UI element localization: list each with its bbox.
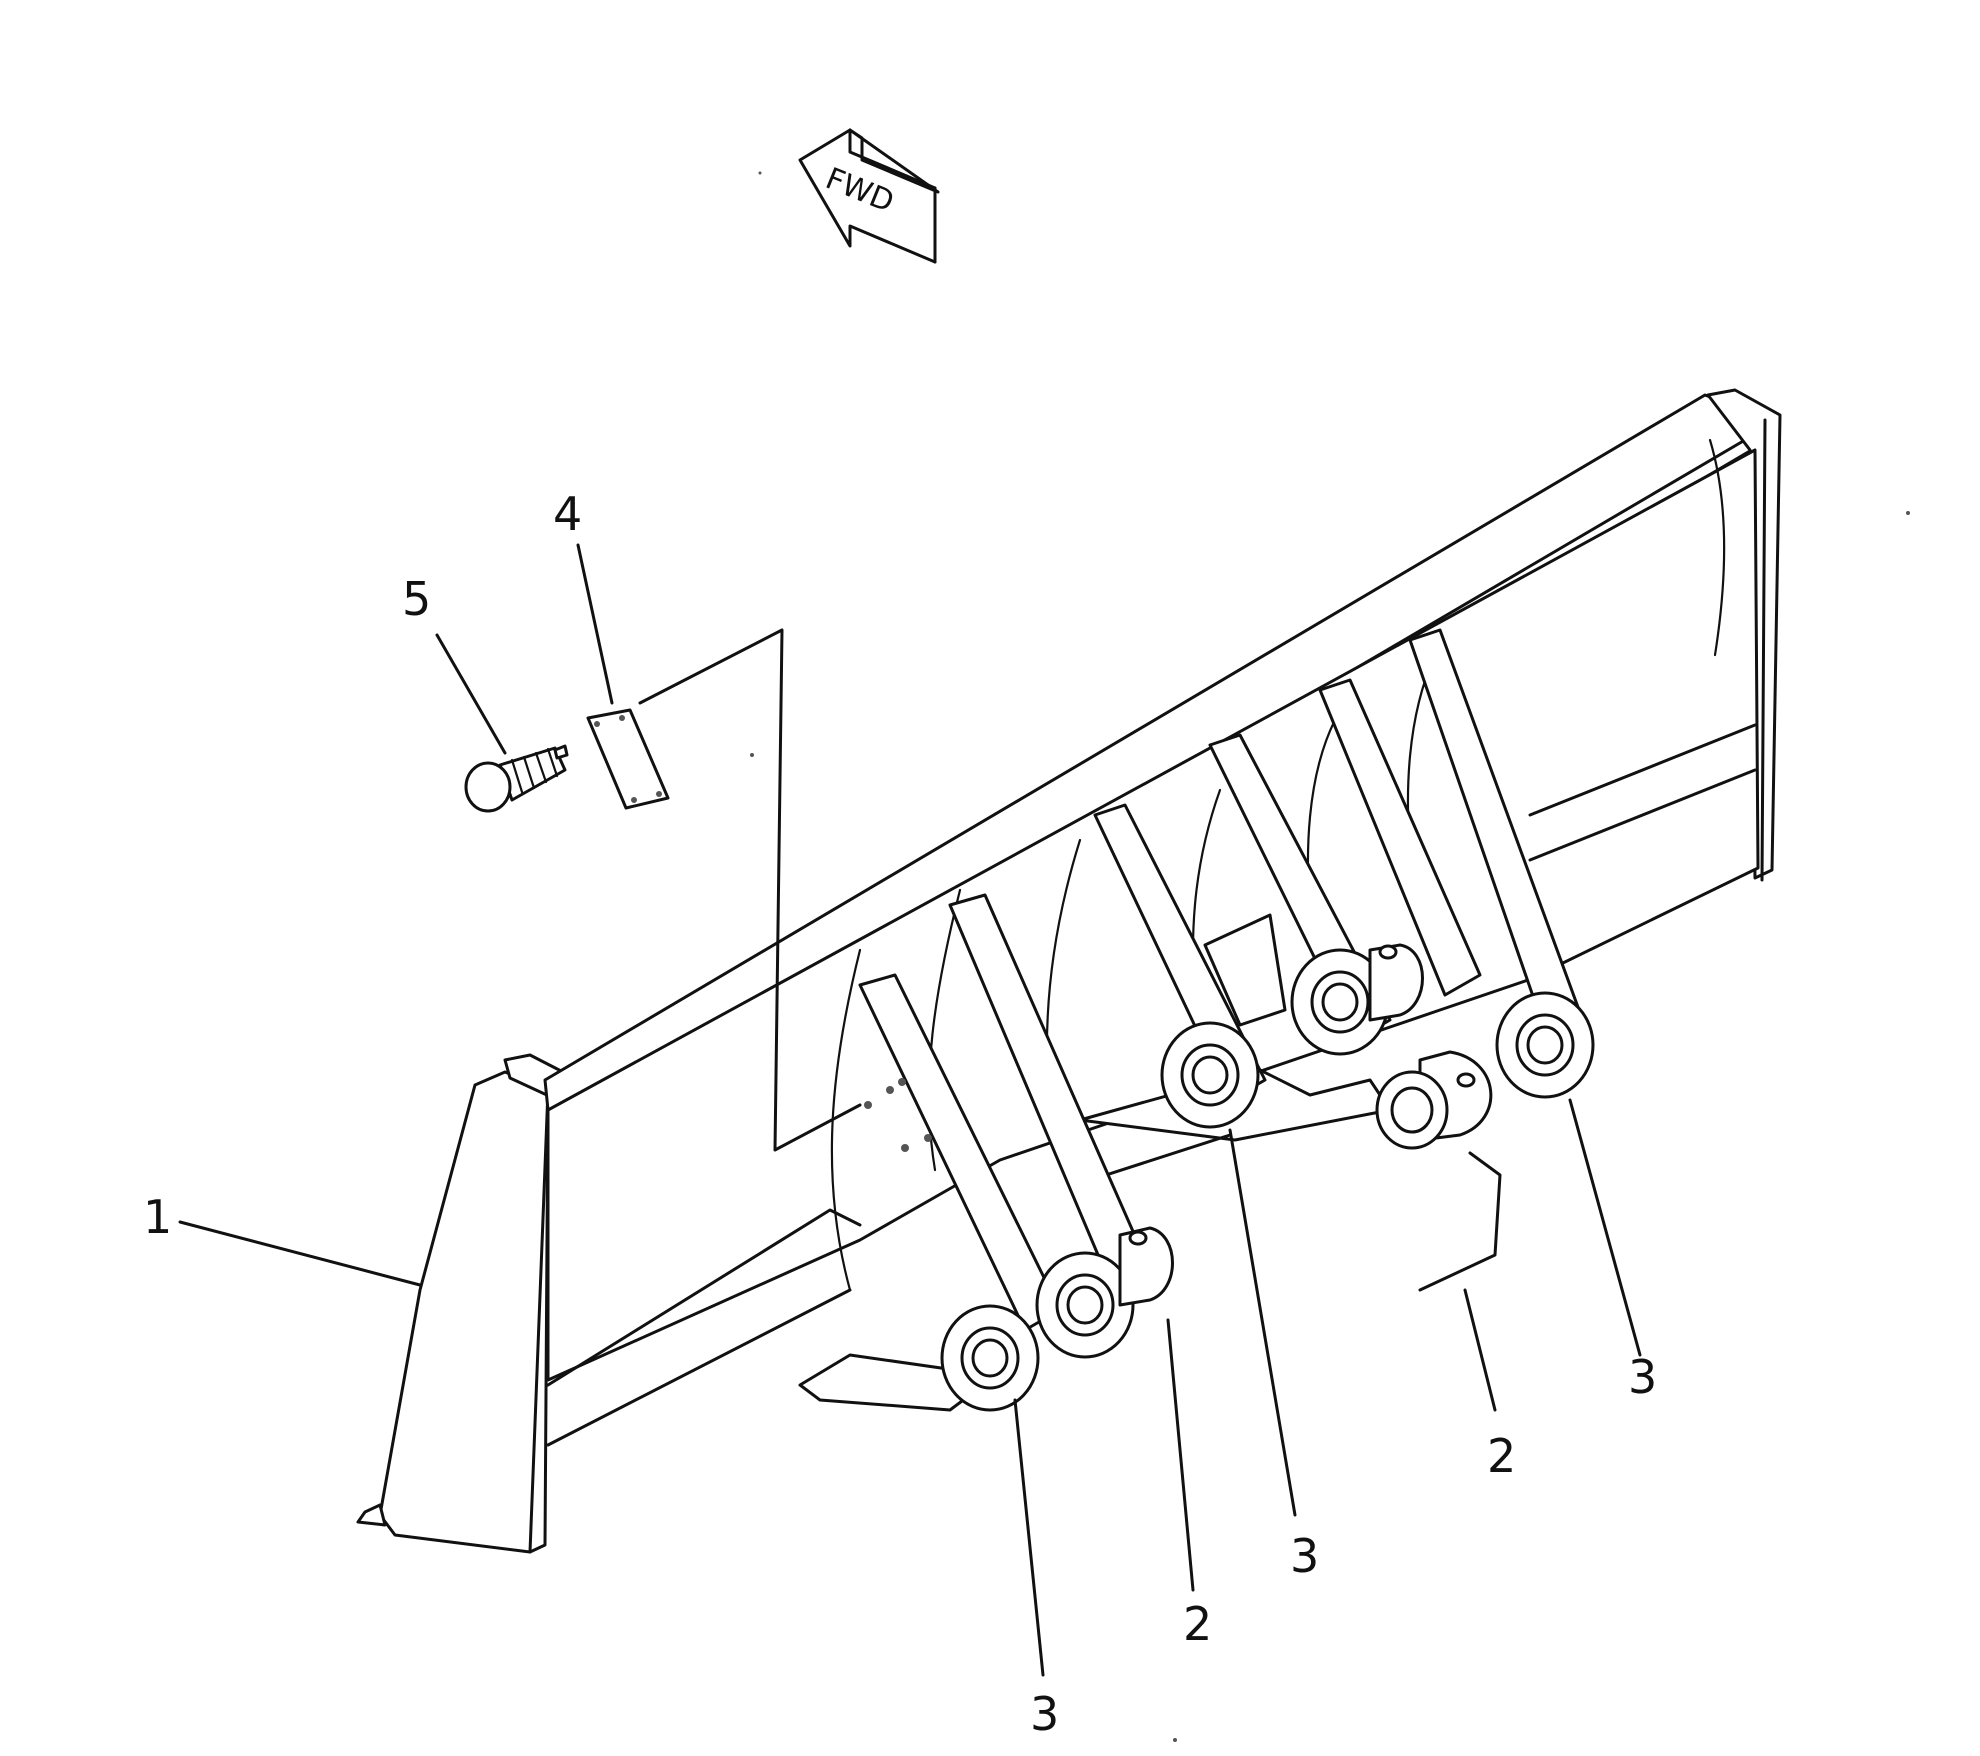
forward-direction-arrow-icon: FWD [798, 128, 940, 264]
callout-2-right: 2 [1487, 1429, 1516, 1483]
bushing-icon [1495, 991, 1595, 1099]
scan-specks [750, 171, 1910, 1742]
bushing-icon [1160, 1021, 1260, 1129]
callout-4: 4 [553, 487, 582, 541]
bushing-icon [940, 1304, 1040, 1412]
drive-screw-icon [464, 744, 569, 813]
pin-icon [1118, 1226, 1174, 1307]
callout-3-right: 3 [1628, 1350, 1657, 1404]
callout-2-left: 2 [1183, 1597, 1212, 1651]
callout-3-center: 3 [1290, 1529, 1319, 1583]
leader-lines [178, 543, 1642, 1677]
callout-frame-4 [638, 628, 862, 1152]
callout-1: 1 [143, 1190, 172, 1244]
bushing-icon [1290, 948, 1390, 1056]
dozer-blade-icon [356, 388, 1782, 1554]
pin-icon [1375, 1050, 1493, 1150]
callout-frame-2 [1418, 1151, 1502, 1292]
callout-3-left: 3 [1030, 1687, 1059, 1741]
push-arms [858, 628, 1595, 1412]
bushing-icon [1035, 1251, 1135, 1359]
name-plate-icon [586, 708, 670, 810]
pin-icon [1368, 943, 1424, 1022]
callout-5: 5 [402, 572, 431, 626]
